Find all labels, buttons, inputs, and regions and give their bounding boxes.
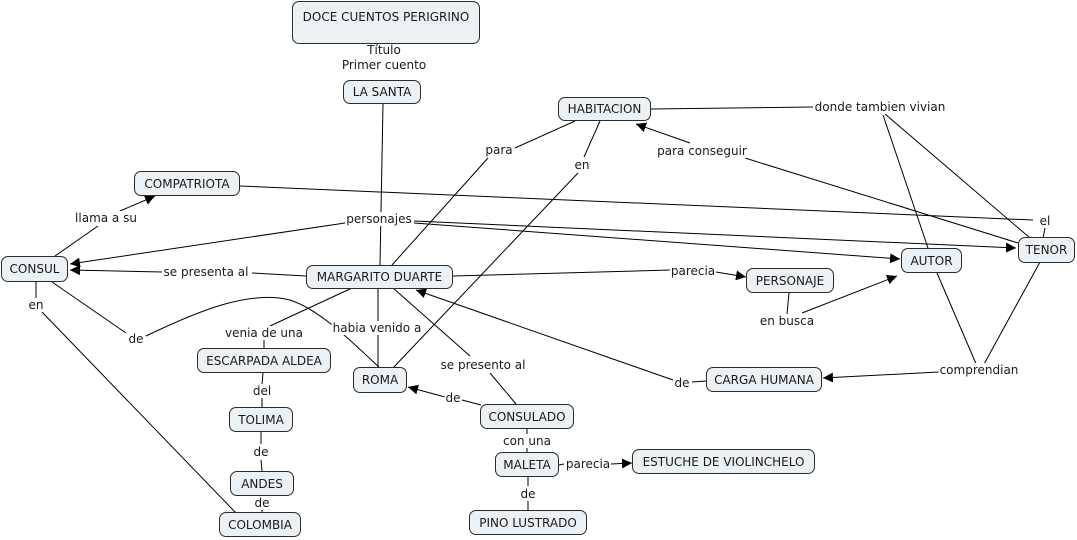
node-autor[interactable]: AUTOR <box>901 248 962 273</box>
node-tolima[interactable]: TOLIMA <box>229 407 293 432</box>
link-label-titulo: Título <box>367 43 401 57</box>
node-consul[interactable]: CONSUL <box>1 256 68 282</box>
connector <box>54 225 99 257</box>
connector <box>379 103 384 266</box>
link-label-donde-tambien-vivian: donde tambien vivian <box>813 100 947 114</box>
link-label-habia-venido-a: habia venido a <box>331 321 423 335</box>
link-label-se-presenta-al: se presenta al <box>162 265 250 279</box>
connector <box>41 311 237 514</box>
connector <box>391 172 579 370</box>
link-label-el: el <box>1038 214 1052 228</box>
connector <box>392 287 471 357</box>
link-label-de-tolima: de <box>252 445 270 459</box>
node-doce-cuentos[interactable]: DOCE CUENTOS PERIGRINO <box>292 1 480 44</box>
connector <box>452 269 671 277</box>
link-label-de-carga-humana: de <box>673 376 691 390</box>
link-label-llama-a-su: llama a su <box>74 211 138 225</box>
connector <box>1042 227 1046 239</box>
node-habitacion[interactable]: HABITACION <box>558 97 651 121</box>
link-label-de-roma: de <box>444 391 462 405</box>
connector <box>69 222 346 268</box>
link-label-de-andes: de <box>253 496 271 510</box>
node-escarpada-aldea[interactable]: ESCARPADA ALDEA <box>197 348 331 373</box>
connector <box>882 114 929 249</box>
node-margarito-duarte[interactable]: MARGARITO DUARTE <box>306 265 453 289</box>
connector <box>407 384 446 398</box>
node-roma[interactable]: ROMA <box>353 367 407 393</box>
connector <box>489 372 517 405</box>
node-maleta[interactable]: MALETA <box>495 452 559 477</box>
connector <box>261 372 264 385</box>
connector <box>982 261 1041 367</box>
link-label-en-habitacion: en <box>573 158 591 172</box>
link-label-del: del <box>251 384 273 398</box>
link-label-de-consul: de <box>127 332 145 346</box>
link-label-parecia-personaje: parecia <box>669 264 717 278</box>
node-andes[interactable]: ANDES <box>230 471 294 496</box>
connector <box>610 458 633 469</box>
connector <box>269 287 353 327</box>
node-estuche-de-violinchelo[interactable]: ESTUCHE DE VIOLINCHELO <box>632 449 815 474</box>
link-label-con-una: con una <box>502 434 552 448</box>
connector <box>391 157 489 266</box>
connector <box>239 185 1034 221</box>
node-personaje[interactable]: PERSONAJE <box>746 268 834 293</box>
connector <box>415 288 674 381</box>
node-compatriota[interactable]: COMPATRIOTA <box>134 171 240 196</box>
node-consulado[interactable]: CONSULADO <box>480 404 574 429</box>
link-label-en-busca: en busca <box>758 314 816 328</box>
link-label-parecia-estuche: parecia <box>564 457 612 471</box>
connector <box>51 281 127 334</box>
connector <box>801 274 898 314</box>
connector <box>514 120 576 149</box>
connector <box>69 265 163 276</box>
connector <box>691 380 707 383</box>
connector <box>413 222 901 264</box>
link-label-en-consul: en <box>27 298 45 312</box>
link-label-de-maleta: de <box>519 487 537 501</box>
node-pino-lustrado[interactable]: PINO LUSTRADO <box>469 510 587 535</box>
connector <box>251 272 307 277</box>
node-colombia[interactable]: COLOMBIA <box>219 512 301 537</box>
connector <box>119 195 156 212</box>
connector <box>260 459 263 472</box>
link-label-comprendian: comprendian <box>938 363 1020 377</box>
connector <box>558 463 565 466</box>
connector <box>461 399 482 406</box>
connector <box>145 296 381 369</box>
node-tenor[interactable]: TENOR <box>1018 237 1075 263</box>
connector <box>715 270 747 281</box>
link-label-venia-de-una: venia de una <box>224 326 304 340</box>
connector <box>936 272 978 367</box>
connector <box>583 120 601 158</box>
connector <box>786 292 790 315</box>
link-label-primer-cuento: Primer cuento <box>341 58 427 72</box>
connector <box>822 371 940 383</box>
connector <box>884 113 1031 239</box>
connector <box>744 157 1019 244</box>
connector <box>413 220 1017 253</box>
node-carga-humana[interactable]: CARGA HUMANA <box>706 367 822 392</box>
link-label-personajes: personajes <box>345 212 413 226</box>
connector <box>650 106 814 110</box>
connector <box>635 122 691 144</box>
node-la-santa[interactable]: LA SANTA <box>343 80 421 104</box>
link-label-para: para <box>484 143 514 157</box>
link-label-para-conseguir: para conseguir <box>656 144 748 158</box>
link-label-se-presento-al: se presento al <box>439 358 527 372</box>
